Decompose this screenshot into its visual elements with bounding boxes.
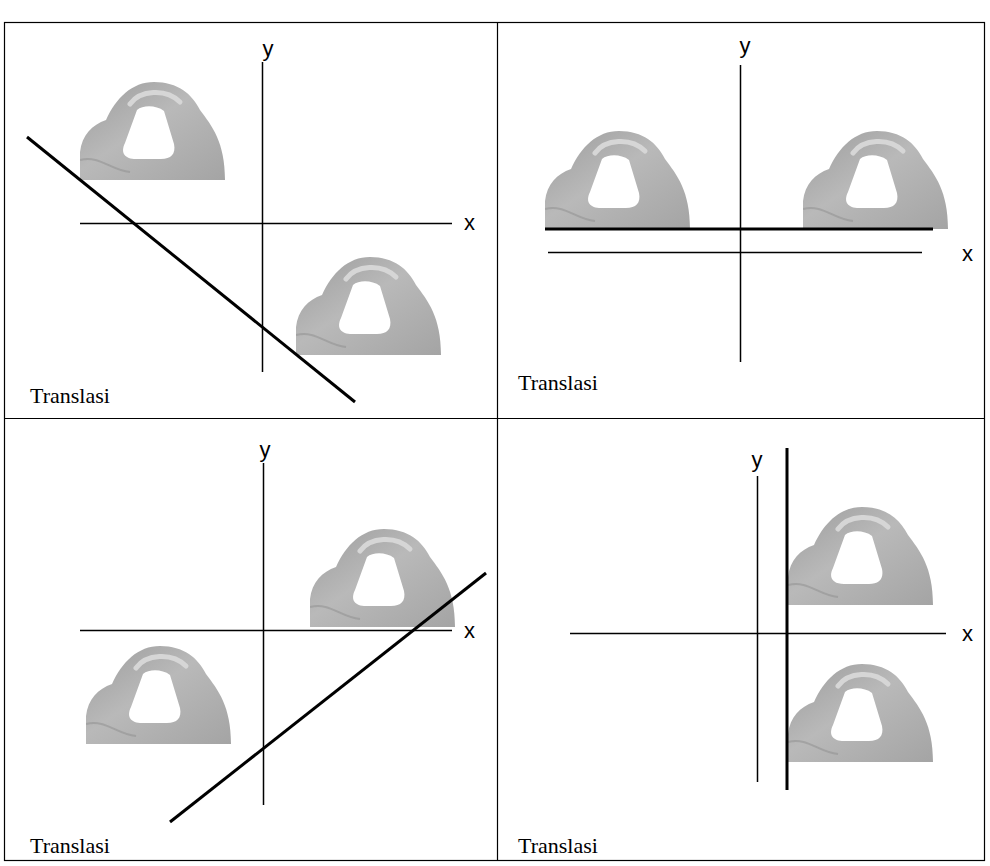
panel-caption-slot: Translasi	[518, 371, 598, 395]
x-axis	[570, 633, 946, 635]
panel-caption-slot: Translasi	[30, 834, 110, 858]
axis-label-slot: x	[464, 211, 475, 235]
panel-1	[27, 62, 452, 402]
axis-label-slot: y	[260, 438, 271, 462]
stone-figure	[788, 507, 933, 605]
panel-3	[80, 463, 486, 822]
axis-label: x	[962, 242, 973, 266]
axis-label-slot: x	[962, 622, 973, 646]
axis-label-slot: y	[740, 34, 751, 58]
translation-line	[170, 573, 486, 822]
axis-label: x	[962, 622, 973, 646]
translation-line	[786, 448, 789, 790]
axis-label-slot: x	[962, 242, 973, 266]
axis-label: y	[263, 37, 274, 61]
panel-4	[570, 448, 946, 790]
panel-caption-slot: Translasi	[30, 384, 110, 408]
stone-figure	[86, 646, 231, 744]
y-axis	[740, 65, 742, 362]
panel-caption: Translasi	[30, 384, 110, 408]
panel-caption-slot: Translasi	[518, 834, 598, 858]
panel-2	[545, 65, 948, 362]
stone-figure	[788, 664, 933, 762]
translation-line	[27, 137, 355, 402]
axis-label-slot: x	[464, 619, 475, 643]
panel-caption: Translasi	[518, 834, 598, 858]
panel-caption: Translasi	[30, 834, 110, 858]
x-axis	[548, 252, 922, 254]
axis-label: x	[464, 211, 475, 235]
axis-label-slot: y	[263, 37, 274, 61]
axis-label: y	[752, 448, 763, 472]
y-axis	[263, 463, 265, 805]
translation-line	[545, 228, 933, 231]
stone-figure	[310, 529, 455, 627]
axis-label: x	[464, 619, 475, 643]
panel-caption: Translasi	[518, 371, 598, 395]
stone-figure	[80, 82, 225, 180]
stone-figure	[296, 257, 441, 355]
table-frame	[5, 23, 985, 861]
stone-figure	[545, 131, 690, 229]
stone-figure	[803, 131, 948, 229]
axis-label-slot: y	[752, 448, 763, 472]
axis-label: y	[260, 438, 271, 462]
axis-label: y	[740, 34, 751, 58]
x-axis	[80, 630, 452, 632]
y-axis	[757, 476, 759, 782]
